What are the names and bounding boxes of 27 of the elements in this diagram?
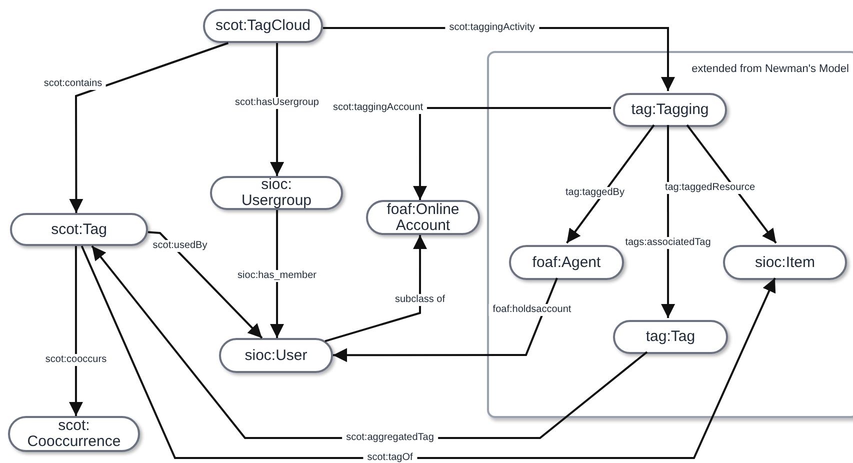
arrow bbox=[661, 125, 676, 318]
class-node: tag:Tag bbox=[613, 320, 728, 354]
class-node: scot: Cooccurrence bbox=[8, 416, 140, 452]
class-node: foaf:Agent bbox=[509, 245, 624, 280]
arrow bbox=[69, 42, 229, 213]
class-node: sioc: Usergroup bbox=[210, 176, 343, 210]
arrow bbox=[413, 107, 611, 200]
region-frame bbox=[487, 51, 853, 418]
arrow bbox=[148, 231, 263, 339]
class-node: sioc:User bbox=[219, 338, 333, 373]
edge-label: scot:aggregatedTag bbox=[342, 432, 438, 444]
arrow bbox=[333, 278, 558, 362]
edge-label: scot:taggingActivity bbox=[445, 22, 539, 34]
arrow bbox=[270, 43, 284, 176]
class-node: sioc:Item bbox=[723, 245, 847, 280]
edge-label: scot:tagOf bbox=[363, 452, 417, 463]
class-node: scot:Tag bbox=[10, 213, 148, 246]
class-node: tag:Tagging bbox=[613, 93, 727, 127]
region-title: extended from Newman's Model bbox=[692, 62, 849, 77]
arrow bbox=[270, 210, 284, 338]
arrow bbox=[686, 124, 777, 244]
arrow bbox=[68, 246, 83, 416]
arrow bbox=[324, 235, 428, 342]
class-node: scot:TagCloud bbox=[203, 9, 323, 43]
arrow bbox=[566, 124, 655, 244]
arrow bbox=[80, 246, 776, 459]
class-node: foaf:Online Account bbox=[366, 200, 480, 235]
